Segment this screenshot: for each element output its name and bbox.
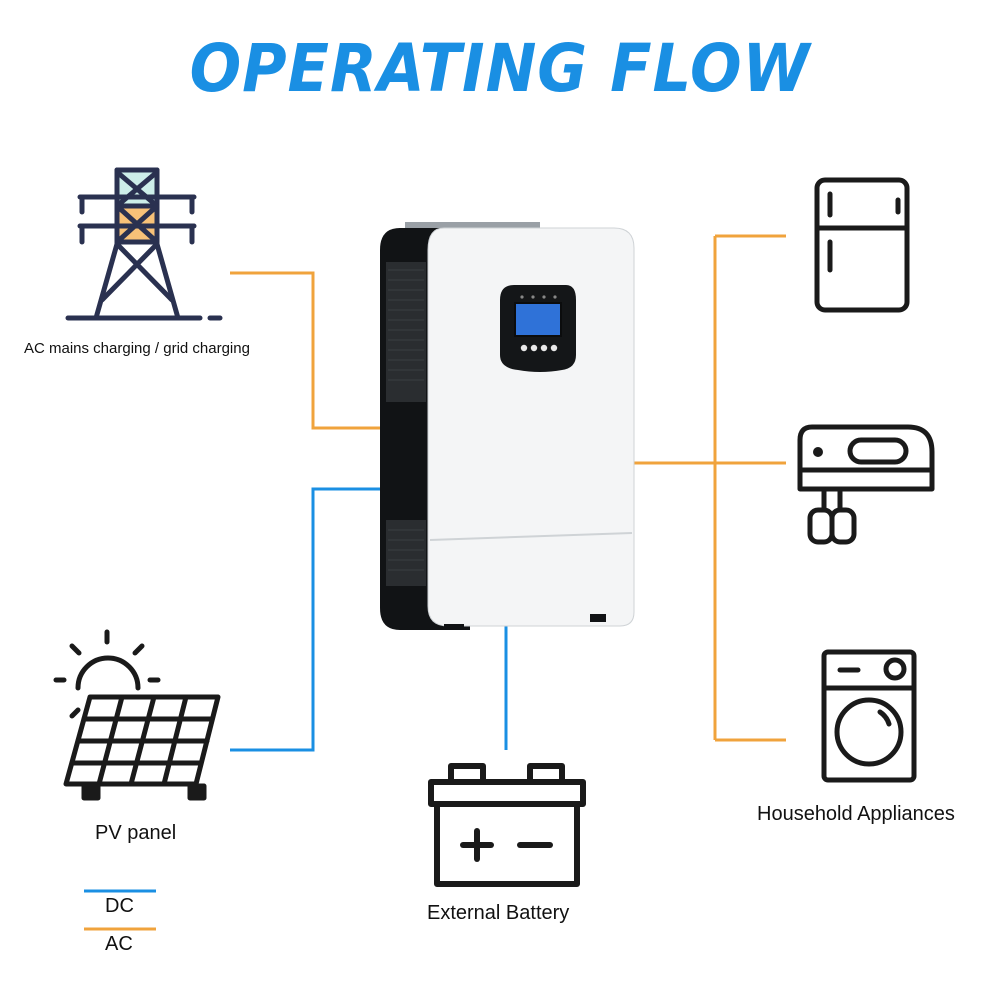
inverter-control-panel	[500, 285, 576, 372]
appliances-label: Household Appliances	[757, 803, 955, 825]
page-title: OPERATING FLOW	[189, 30, 811, 107]
battery-label: External Battery	[427, 902, 570, 924]
refrigerator-icon	[814, 177, 910, 313]
grid-label: AC mains charging / grid charging	[24, 340, 250, 357]
rice-cooker-icon	[797, 424, 935, 545]
washing-machine-icon	[821, 649, 917, 783]
transmission-tower-icon	[65, 167, 223, 321]
battery-icon	[428, 763, 586, 887]
solar-panel-icon	[53, 629, 221, 801]
inverter-device	[380, 222, 635, 630]
pv-label: PV panel	[95, 822, 177, 844]
ac-line-grid	[230, 271, 380, 430]
legend	[84, 889, 156, 931]
dc-line-pv	[230, 487, 380, 752]
legend-dc-label: DC	[105, 895, 134, 917]
legend-ac-label: AC	[105, 933, 133, 955]
